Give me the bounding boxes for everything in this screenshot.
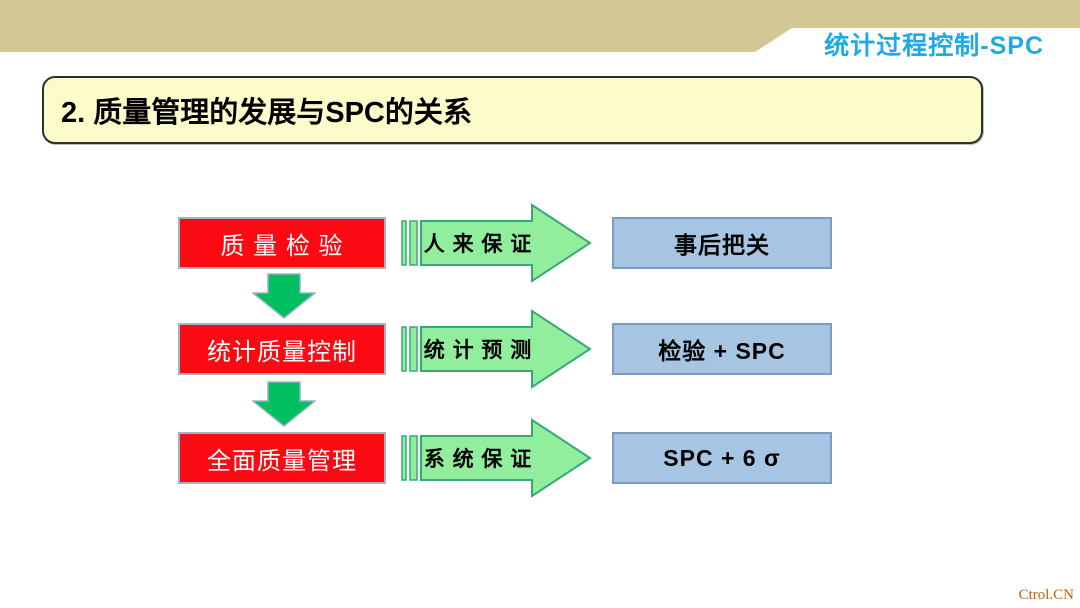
method-label: 人 来 保 证 [423,233,533,256]
method-label: 系 统 保 证 [423,448,533,471]
watermark: Ctrol.CN [1018,587,1074,603]
striped-right-arrow-icon [401,203,592,283]
striped-right-arrow-icon [401,418,592,498]
stage-box-quality-inspection: 质 量 检 验 [178,217,386,269]
stage-label: 质 量 检 验 [220,232,344,260]
stage-label: 全面质量管理 [207,447,357,475]
result-label: 检验 + SPC [658,338,786,364]
result-box-inspection-plus-spc: 检验 + SPC [612,323,832,375]
course-title: 统计过程控制-SPC [824,32,1044,60]
stage-box-total-quality-management: 全面质量管理 [178,432,386,484]
method-arrow-1: 人 来 保 证 [400,203,592,283]
striped-right-arrow-icon [401,309,592,389]
slide-title: 2. 质量管理的发展与SPC的关系 [61,97,472,129]
method-arrow-3: 系 统 保 证 [400,418,592,498]
method-label: 统 计 预 测 [423,339,533,362]
stage-box-statistical-quality-control: 统计质量控制 [178,323,386,375]
down-arrow-2 [250,381,318,427]
result-box-after-the-fact: 事后把关 [612,217,832,269]
down-arrow-1 [250,273,318,319]
down-arrow-icon [250,273,318,319]
result-label: 事后把关 [674,232,770,258]
result-label: SPC + 6 σ [663,444,781,471]
slide-title-box: 2. 质量管理的发展与SPC的关系 [42,76,983,144]
stage-label: 统计质量控制 [207,338,357,366]
down-arrow-icon [250,381,318,427]
method-arrow-2: 统 计 预 测 [400,309,592,389]
result-box-spc-plus-6sigma: SPC + 6 σ [612,432,832,484]
